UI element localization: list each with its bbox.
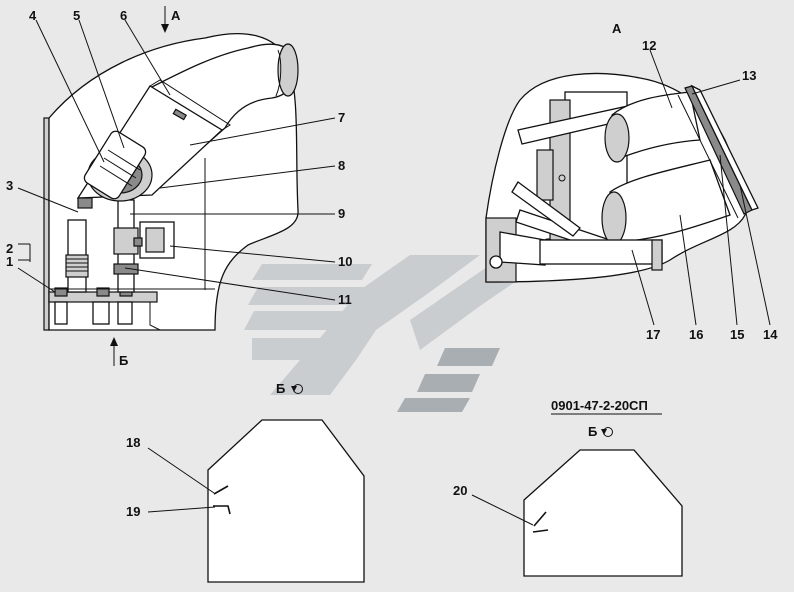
bottom-bar	[539, 239, 663, 265]
labels: 4 5 6 А 7 8 9 10 11 3 2 1 Б А 12 13 14 1…	[6, 8, 778, 519]
floor-panel-right	[523, 449, 683, 577]
circle-marker-icon	[293, 384, 303, 394]
view-a	[485, 72, 759, 283]
callout-18: 18	[126, 435, 140, 450]
callout-1: 1	[6, 254, 13, 269]
callout-12: 12	[642, 38, 656, 53]
view-markers	[291, 384, 613, 437]
callout-16: 16	[689, 327, 703, 342]
view-a-title: А	[612, 21, 622, 36]
view-b-title-2: Б	[588, 424, 597, 439]
view-b-title-1: Б	[276, 381, 285, 396]
callout-14: 14	[763, 327, 778, 342]
callout-10: 10	[338, 254, 352, 269]
main-view	[43, 32, 299, 331]
callout-4: 4	[29, 8, 37, 23]
view-b-left	[207, 419, 365, 583]
view-b-label: Б	[119, 353, 128, 368]
callout-3: 3	[6, 178, 13, 193]
callout-11: 11	[338, 292, 352, 307]
circle-marker-icon-2	[603, 427, 613, 437]
callout-17: 17	[646, 327, 660, 342]
view-b-right	[523, 449, 683, 577]
callout-7: 7	[338, 110, 345, 125]
view-b-arrow-icon	[110, 337, 118, 346]
lower-duct	[609, 159, 731, 243]
side-wall	[43, 117, 50, 331]
document-number: 0901-47-2-20СП	[551, 398, 648, 413]
leader-lines	[17, 6, 771, 526]
callout-20: 20	[453, 483, 467, 498]
callout-13: 13	[742, 68, 756, 83]
view-a-arrow-icon	[161, 24, 169, 33]
callout-19: 19	[126, 504, 140, 519]
view-a-label: А	[171, 8, 181, 23]
callout-15: 15	[730, 327, 744, 342]
floor-panel-left	[207, 419, 365, 583]
callout-8: 8	[338, 158, 345, 173]
callout-5: 5	[73, 8, 80, 23]
callout-9: 9	[338, 206, 345, 221]
callout-6: 6	[120, 8, 127, 23]
callout-2: 2	[6, 241, 13, 256]
